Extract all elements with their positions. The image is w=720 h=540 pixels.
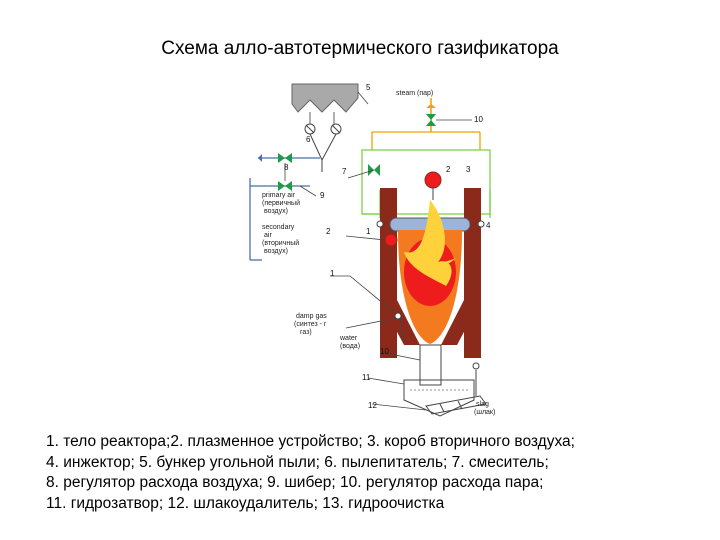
legend: 1. тело реактора;2. плазменное устройств… <box>46 432 706 514</box>
primary-air-label-ru-2: воздух) <box>264 208 288 215</box>
primary-air-piping <box>249 153 320 261</box>
secondary-air-label-ru-2: воздух) <box>264 248 288 255</box>
primary-air-label-ru: (первичный <box>262 199 300 207</box>
legend-line-3: 8. регулятор расхода воздуха; 9. шибер; … <box>46 474 544 491</box>
secondary-air-label-ru: (вторичный <box>262 239 299 247</box>
gas-outlet <box>330 275 405 343</box>
secondary-air-label: secondary <box>262 224 295 231</box>
callout-6: 6 <box>306 135 311 144</box>
legend-line-4: 11. гидрозатвор; 12. шлакоудалитель; 13.… <box>46 494 445 512</box>
callout-4: 4 <box>486 221 491 230</box>
steam-line <box>371 98 481 150</box>
callout-3: 3 <box>466 165 471 174</box>
slag-label: slag <box>476 401 489 408</box>
callout-2-side: 2 <box>326 227 331 236</box>
gas-label: damp gas <box>296 313 327 320</box>
gas-label-ru-2: газ) <box>300 329 312 336</box>
coal-hopper <box>291 83 369 172</box>
flame <box>398 200 462 344</box>
primary-air-label: primary air <box>262 192 296 199</box>
callout-10-water: 10 <box>380 347 389 356</box>
steam-label: steam (пар) <box>396 90 433 97</box>
secondary-air-box <box>347 149 491 218</box>
slag-remover <box>371 362 487 415</box>
callout-12: 12 <box>368 401 377 410</box>
diagram-title: Схема алло-автотермического газификатора <box>161 38 559 59</box>
callout-1-top: 1 <box>366 227 371 236</box>
callout-7: 7 <box>342 167 347 176</box>
callout-9: 9 <box>320 191 325 200</box>
legend-line-1: 1. тело реактора;2. плазменное устройств… <box>46 433 575 450</box>
callout-1-bottom: 1 <box>330 269 335 278</box>
water-label: water <box>339 335 358 342</box>
plasma-device <box>345 171 442 247</box>
callout-10-steam: 10 <box>474 115 483 124</box>
callout-8: 8 <box>284 163 289 172</box>
reactor-body <box>376 188 485 358</box>
slag-label-ru: (шлак) <box>474 409 495 416</box>
gas-label-ru: (синтез - г <box>294 321 327 328</box>
water-seal <box>367 344 475 417</box>
legend-line-2: 4. инжектор; 5. бункер угольной пыли; 6.… <box>46 453 549 471</box>
callout-11: 11 <box>362 373 371 382</box>
callout-5: 5 <box>366 83 371 92</box>
callout-2-top: 2 <box>446 165 451 174</box>
secondary-air-label-2: air <box>264 232 272 239</box>
water-label-ru: (вода) <box>340 343 360 350</box>
